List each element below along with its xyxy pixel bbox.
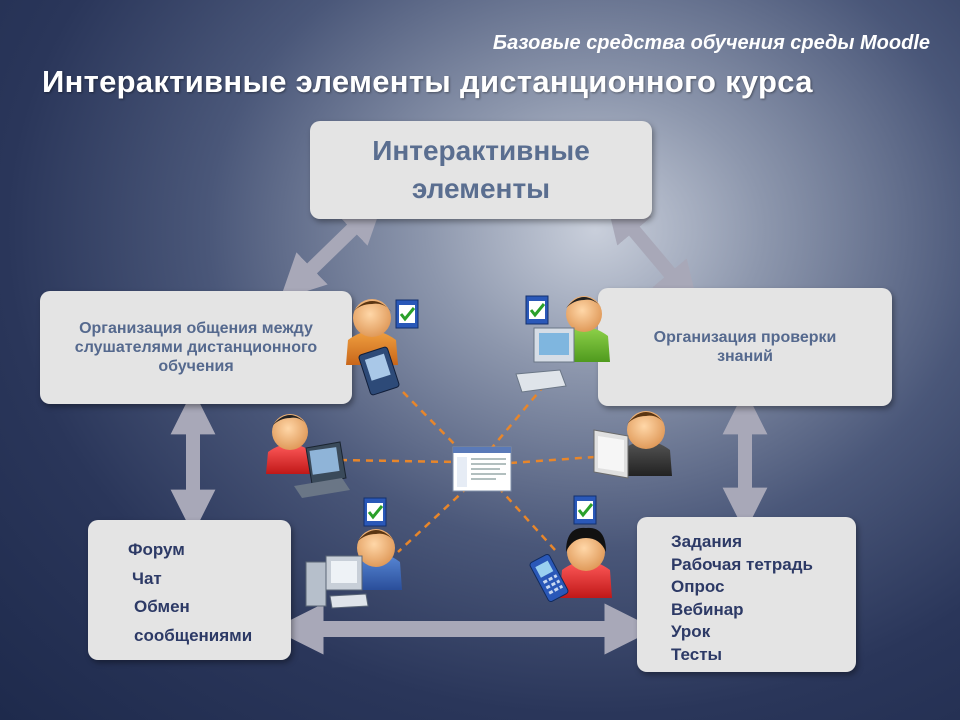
checklist-icon	[395, 299, 419, 329]
connection-line	[397, 486, 469, 553]
user-with-laptop-icon	[266, 414, 350, 498]
checklist-icon	[525, 295, 549, 325]
list-item: Рабочая тетрадь	[671, 554, 813, 574]
list-item: Форум	[128, 540, 185, 559]
user-at-computer-icon	[515, 296, 610, 393]
subtitle: Базовые средства обучения среды Moodle	[492, 32, 930, 54]
list-item: Чат	[132, 568, 162, 588]
arrow-center-right	[605, 196, 699, 308]
list-item: Обмен	[134, 597, 190, 616]
list-item: сообщениями	[134, 625, 253, 645]
communication-box-label: Организация общения между слушателями ди…	[74, 320, 318, 375]
document-icon	[452, 446, 512, 492]
communication-tools-list: Форум Чат Обмен сообщениями	[128, 536, 252, 650]
connection-line	[509, 455, 596, 465]
checklist-icon	[573, 495, 597, 525]
knowledge-check-box-label: Организация проверки знаний	[653, 329, 837, 365]
checklist-icon	[363, 497, 387, 527]
assessment-tools-list: Задания Рабочая тетрадь Опрос Вебинар Ур…	[671, 531, 813, 667]
center-box-label: Интерактивные элементы	[372, 135, 590, 204]
arrow-center-left	[279, 198, 385, 300]
user-with-pda-icon	[346, 299, 400, 396]
user-at-desktop-icon	[305, 529, 402, 609]
connection-line	[339, 458, 456, 464]
assessment-tools-box: Задания Рабочая тетрадь Опрос Вебинар Ур…	[637, 517, 856, 672]
list-item: Урок	[671, 622, 711, 642]
communication-tools-box: Форум Чат Обмен сообщениями	[88, 520, 291, 660]
user-with-monitor-icon	[593, 411, 672, 479]
list-item: Задания	[671, 532, 742, 551]
page-title: Интерактивные элементы дистанционного ку…	[42, 64, 813, 99]
knowledge-check-box: Организация проверки знаний	[598, 288, 892, 406]
connection-line	[497, 486, 556, 551]
list-item: Тесты	[671, 644, 723, 664]
list-item: Опрос	[671, 577, 725, 597]
communication-box: Организация общения между слушателями ди…	[40, 291, 352, 404]
list-item: Вебинар	[671, 599, 744, 619]
user-with-phone-icon	[529, 527, 612, 603]
center-box: Интерактивные элементы	[310, 121, 652, 219]
